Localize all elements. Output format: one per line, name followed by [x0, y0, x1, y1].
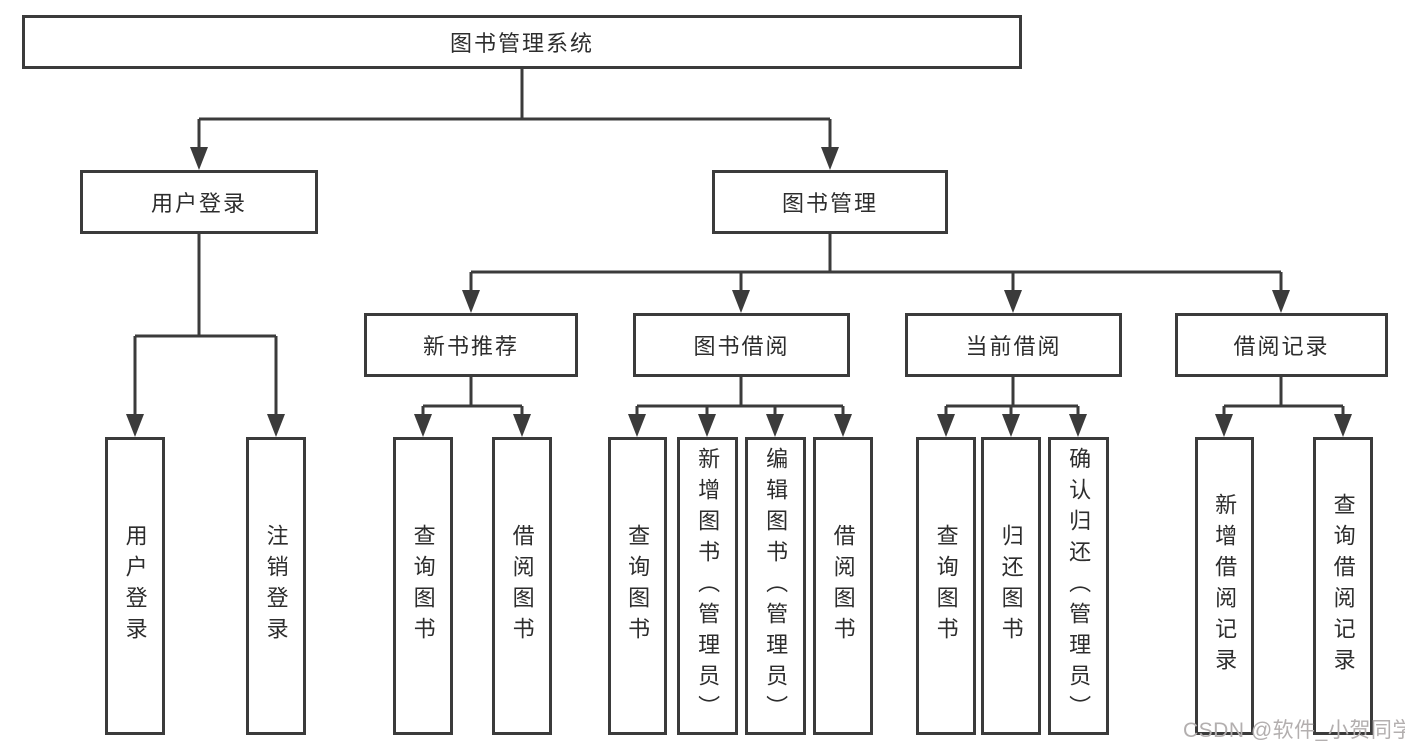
node-book-management: 图书管理 — [712, 170, 948, 234]
node-new-book-recommend: 新书推荐 — [364, 313, 578, 377]
node-current-borrow: 当前借阅 — [905, 313, 1122, 377]
csdn-watermark: CSDN @软件_小贺同学 — [1183, 719, 1405, 742]
connector-stems — [133, 69, 1345, 419]
node-leaf-logout: 注销登录 — [246, 437, 306, 735]
node-leaf-edit-book-admin: 编辑图书（管理员） — [745, 437, 806, 735]
node-leaf-edit-book-admin-label: 编辑图书（管理员） — [763, 446, 789, 726]
node-root: 图书管理系统 — [22, 15, 1022, 69]
node-leaf-query-books-current: 查询图书 — [916, 437, 976, 735]
node-leaf-borrow-books: 借阅图书 — [813, 437, 873, 735]
node-user-login: 用户登录 — [80, 170, 318, 234]
node-leaf-borrow-books-recommend: 借阅图书 — [492, 437, 552, 735]
node-book-borrow: 图书借阅 — [633, 313, 850, 377]
node-leaf-add-borrow-record: 新增借阅记录 — [1195, 437, 1254, 735]
node-leaf-confirm-return-admin-label: 确认归还（管理员） — [1066, 446, 1092, 726]
node-leaf-add-book-admin: 新增图书（管理员） — [677, 437, 738, 735]
node-leaf-user-login-label: 用户登录 — [122, 524, 148, 648]
node-leaf-query-books-borrow: 查询图书 — [608, 437, 667, 735]
node-leaf-logout-label: 注销登录 — [263, 524, 289, 648]
node-leaf-return-book-label: 归还图书 — [998, 524, 1024, 648]
node-leaf-query-books-borrow-label: 查询图书 — [625, 524, 651, 648]
node-leaf-add-borrow-record-label: 新增借阅记录 — [1212, 493, 1238, 679]
node-leaf-user-login: 用户登录 — [105, 437, 165, 735]
node-borrow-records: 借阅记录 — [1175, 313, 1388, 377]
node-leaf-query-books-recommend-label: 查询图书 — [410, 524, 436, 648]
node-leaf-query-borrow-record: 查询借阅记录 — [1313, 437, 1373, 735]
node-leaf-borrow-books-recommend-label: 借阅图书 — [509, 524, 535, 648]
node-leaf-query-books-recommend: 查询图书 — [393, 437, 453, 735]
connector-arrowheads — [126, 147, 1352, 437]
node-leaf-confirm-return-admin: 确认归还（管理员） — [1048, 437, 1109, 735]
node-leaf-add-book-admin-label: 新增图书（管理员） — [695, 446, 721, 726]
node-leaf-query-books-current-label: 查询图书 — [933, 524, 959, 648]
node-leaf-query-borrow-record-label: 查询借阅记录 — [1330, 493, 1356, 679]
node-leaf-borrow-books-label: 借阅图书 — [830, 524, 856, 648]
node-leaf-return-book: 归还图书 — [981, 437, 1041, 735]
